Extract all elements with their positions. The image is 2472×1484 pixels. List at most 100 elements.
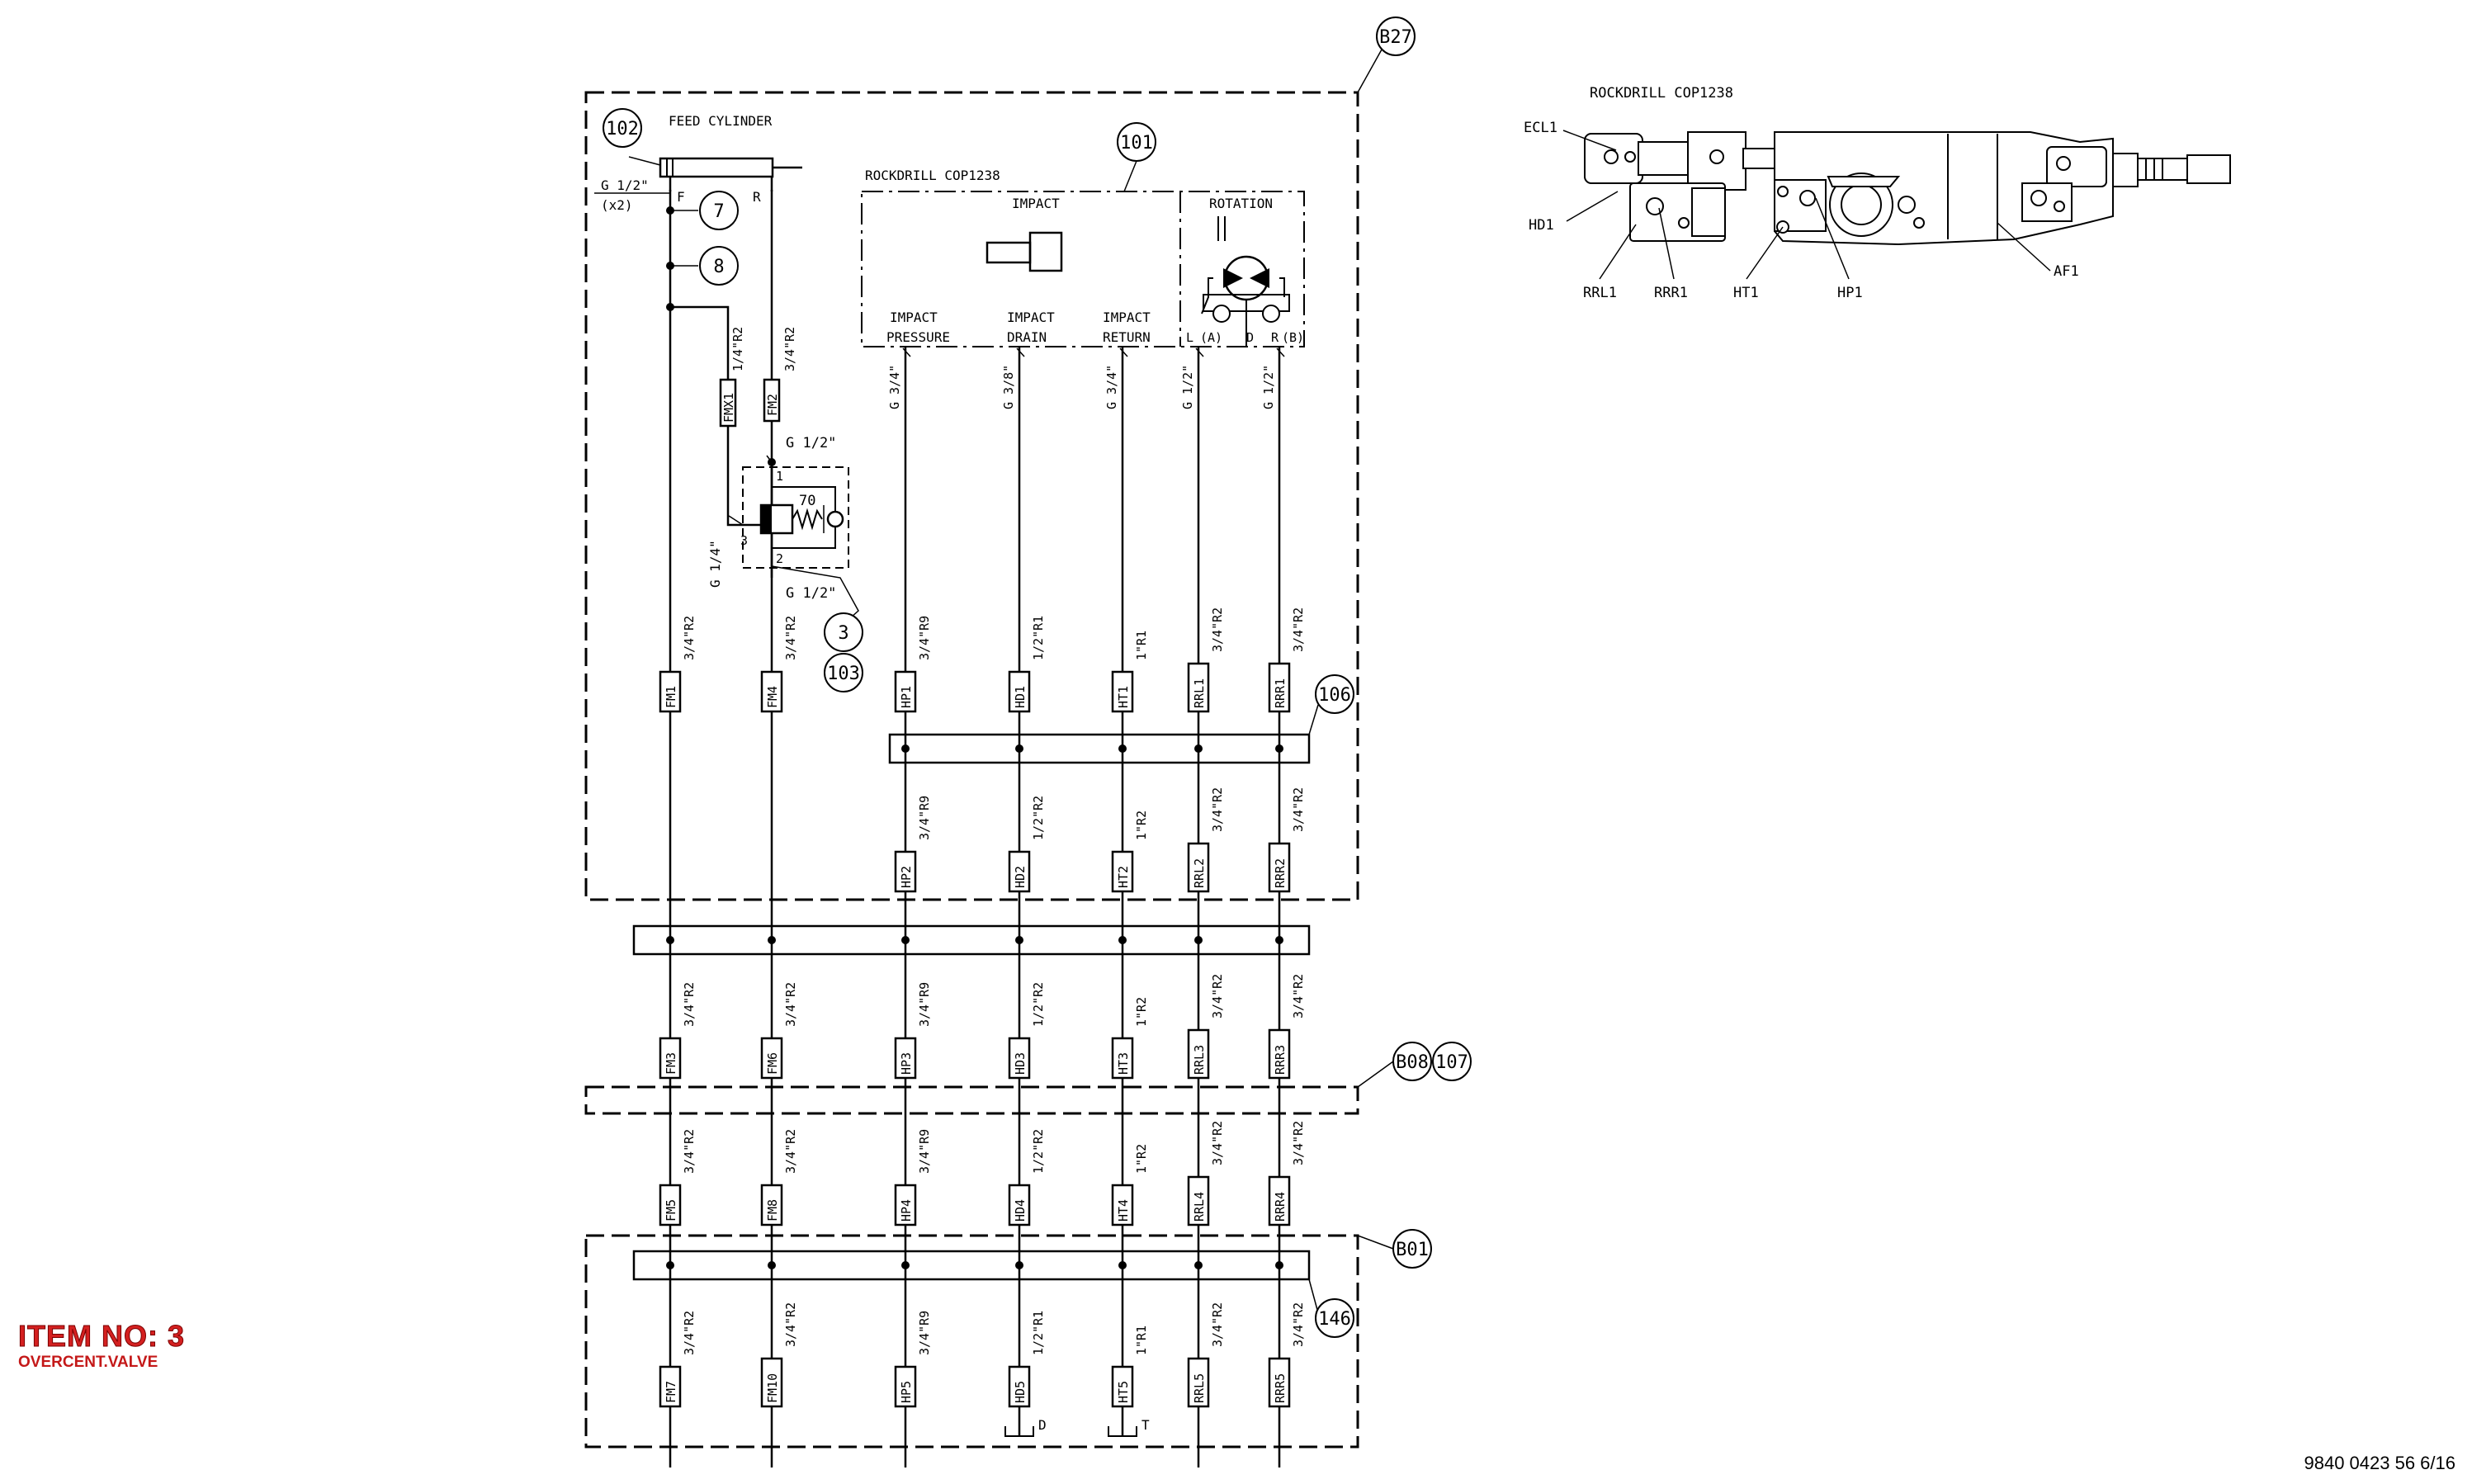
hose-spec-rrl2: 3/4"R2	[1210, 787, 1225, 832]
hose-tag-fm4: FM4	[765, 686, 780, 708]
hose-tag-hd4: HD4	[1013, 1199, 1028, 1222]
hose-spec-ht5: 1"R1	[1134, 1326, 1149, 1355]
hose-spec-rrr4: 3/4"R2	[1291, 1121, 1306, 1165]
balloon-label-106: 106	[1318, 685, 1351, 706]
balloon-3	[824, 612, 863, 652]
callout-rrr1: RRR1	[1654, 285, 1688, 301]
hose-tag-box-hd5	[1008, 1365, 1031, 1408]
hose-spec-rrr1: 3/4"R2	[1291, 607, 1306, 652]
balloon-146	[1315, 1298, 1354, 1338]
hose-tag-hp4: HP4	[899, 1199, 914, 1222]
balloon-b27	[1376, 17, 1416, 56]
hose-tag-box-hp3	[894, 1037, 917, 1080]
balloon-label-3: 3	[838, 623, 848, 644]
item-number: ITEM NO: 3	[17, 1319, 186, 1354]
rot-port-a: (A)	[1200, 330, 1222, 345]
hose-tag-hp3: HP3	[899, 1052, 914, 1075]
callout-rrl1: RRL1	[1583, 285, 1617, 301]
hose-spec-rrl3: 3/4"R2	[1210, 974, 1225, 1018]
hose-spec-hd1: 1/2"R1	[1031, 616, 1046, 660]
valve-side-size: G 1/4"	[707, 540, 723, 588]
hose-tag-box-rrr2	[1268, 842, 1291, 893]
hose-tag-rrr2: RRR2	[1273, 858, 1288, 888]
port-size-hp: G 3/4"	[887, 365, 902, 409]
hose-tag-box-fm3	[659, 1037, 682, 1080]
hose-tag-box-rrl2	[1187, 842, 1210, 893]
hose-spec-fm7: 3/4"R2	[682, 1311, 697, 1355]
hose-tag-box-rrl1	[1187, 662, 1210, 713]
rockdrill-impact-label: IMPACT	[1012, 196, 1060, 211]
valve-bottom-size: G 1/2"	[786, 585, 836, 602]
bulkhead-main	[632, 924, 1311, 956]
balloon-label-b01: B01	[1396, 1240, 1429, 1260]
balloon-label-101: 101	[1120, 133, 1153, 154]
hose-tag-hp2: HP2	[899, 866, 914, 888]
frame-b08	[584, 1085, 1359, 1115]
hose-tag-rrl2: RRL2	[1192, 858, 1207, 888]
hose-tag-box-fm4	[760, 670, 783, 713]
hose-tag-box-fm6	[760, 1037, 783, 1080]
balloon-label-7: 7	[713, 201, 724, 222]
hose-tag-box-fm1	[659, 670, 682, 713]
hose-spec-hp1: 3/4"R9	[917, 616, 932, 660]
photo-title: ROCKDRILL COP1238	[1590, 85, 1733, 102]
hose-tag-box-fm7	[659, 1365, 682, 1408]
hose-spec-fm1: 3/4"R2	[682, 616, 697, 660]
feed-port-r: R	[753, 189, 761, 205]
hose-tag-box-hd2	[1008, 850, 1031, 893]
hose-tag-ht2: HT2	[1116, 866, 1131, 888]
hose-spec-ht3: 1"R2	[1134, 997, 1149, 1027]
hose-tag-box-hd4	[1008, 1184, 1031, 1226]
hose-tag-rrr3: RRR3	[1273, 1045, 1288, 1075]
hose-spec-fm4: 3/4"R2	[783, 616, 798, 660]
hose-tag-fm8: FM8	[765, 1199, 780, 1222]
hose-tag-box-hp1	[894, 670, 917, 713]
hose-spec-rrr3: 3/4"R2	[1291, 974, 1306, 1018]
hose-tag-hp5: HP5	[899, 1381, 914, 1403]
hose-spec-rrl4: 3/4"R2	[1210, 1121, 1225, 1165]
hose-tag-fm5: FM5	[664, 1199, 678, 1222]
hose-tag-hp1: HP1	[899, 686, 914, 708]
hose-spec-hp4: 3/4"R9	[917, 1129, 932, 1174]
hose-tag-box-hp2	[894, 850, 917, 893]
port-size-rrl: G 1/2"	[1180, 365, 1195, 409]
hose-tag-box-hp5	[894, 1365, 917, 1408]
hose-spec-hp3: 3/4"R9	[917, 982, 932, 1027]
callout-hp1: HP1	[1837, 285, 1863, 301]
balloon-106	[1315, 674, 1354, 714]
hose-spec-hp5: 3/4"R9	[917, 1311, 932, 1355]
document-number: 9840 0423 56 6/16	[2304, 1453, 2455, 1473]
balloon-label-102: 102	[606, 119, 639, 139]
hose-tag-box-rrr3	[1268, 1028, 1291, 1080]
hose-tag-box-rrl4	[1187, 1175, 1210, 1226]
hose-spec-fm10: 3/4"R2	[783, 1302, 798, 1347]
hose-spec-fm6: 3/4"R2	[783, 982, 798, 1027]
hose-spec-fmx1: 1/4"R2	[730, 327, 745, 371]
hose-tag-rrr5: RRR5	[1273, 1373, 1288, 1403]
frame-b01	[584, 1234, 1359, 1449]
callout-ecl1: ECL1	[1524, 120, 1557, 136]
port-size-rrr: G 1/2"	[1261, 365, 1276, 409]
hose-tag-hd5: HD5	[1013, 1381, 1028, 1403]
hose-tag-hd2: HD2	[1013, 866, 1028, 888]
hose-tag-box-fm10	[760, 1357, 783, 1408]
rockdrill-block	[861, 191, 1305, 347]
hose-spec-ht4: 1"R2	[1134, 1144, 1149, 1174]
hose-spec-fm8: 3/4"R2	[783, 1129, 798, 1174]
hose-tag-fm2: FM2	[765, 394, 780, 416]
balloon-7	[699, 191, 739, 230]
bulkhead-106	[888, 733, 1311, 764]
hose-spec-hp2: 3/4"R9	[917, 796, 932, 840]
valve-port-1: 1	[776, 469, 783, 484]
hose-spec-fm5: 3/4"R2	[682, 1129, 697, 1174]
hose-spec-rrr2: 3/4"R2	[1291, 787, 1306, 832]
hose-tag-fm6: FM6	[765, 1052, 780, 1075]
rot-port-d: D	[1246, 330, 1254, 345]
balloon-107	[1432, 1042, 1472, 1081]
rockdrill-title: ROCKDRILL COP1238	[865, 168, 1000, 183]
hose-tag-fm1: FM1	[664, 686, 678, 708]
valve-port-3: 3	[740, 533, 748, 548]
